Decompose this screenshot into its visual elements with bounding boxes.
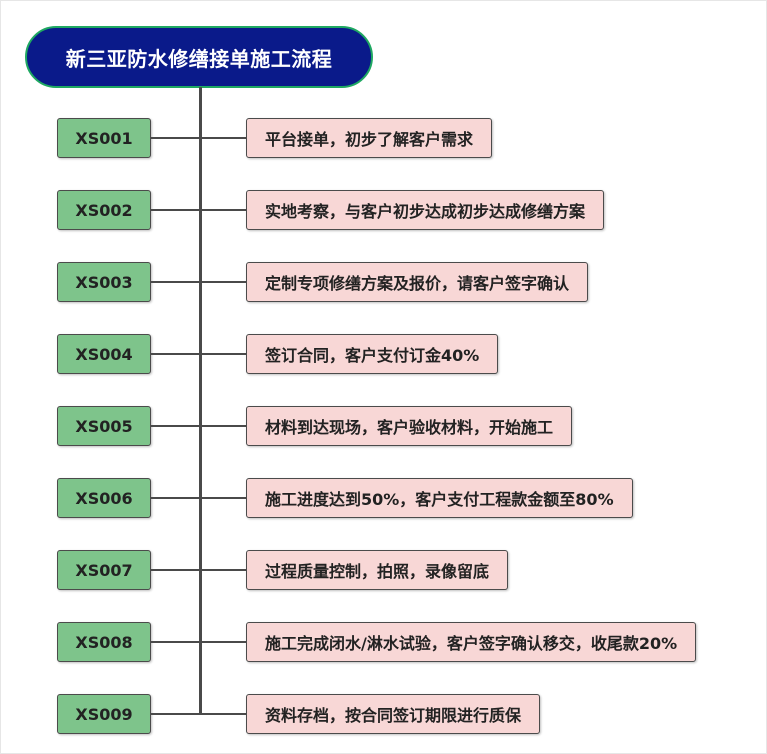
step-code-box: XS001 [57, 118, 151, 158]
step-description-box: 定制专项修缮方案及报价，请客户签字确认 [246, 262, 589, 302]
code-connector-line [151, 425, 200, 427]
code-connector-line [151, 137, 200, 139]
step-connector-line [201, 425, 247, 427]
step-connector-line [201, 497, 247, 499]
step-code-box: XS005 [57, 406, 151, 446]
step-connector-line [201, 353, 247, 355]
step-code-box: XS009 [57, 694, 151, 734]
step-description-box: 签订合同，客户支付订金40% [246, 334, 499, 374]
step-code-box: XS006 [57, 478, 151, 518]
step-code-box: XS004 [57, 334, 151, 374]
code-connector-line [151, 209, 200, 211]
step-description-box: 资料存档，按合同签订期限进行质保 [246, 694, 541, 734]
step-code-box: XS002 [57, 190, 151, 230]
code-connector-line [151, 281, 200, 283]
step-connector-line [201, 281, 247, 283]
code-connector-line [151, 569, 200, 571]
step-description-box: 平台接单，初步了解客户需求 [246, 118, 493, 158]
step-description-box: 施工完成闭水/淋水试验，客户签字确认移交，收尾款20% [246, 622, 697, 662]
step-description-box: 实地考察，与客户初步达成初步达成修缮方案 [246, 190, 605, 230]
flow-trunk-line [199, 87, 202, 715]
step-description-box: 材料到达现场，客户验收材料，开始施工 [246, 406, 573, 446]
code-connector-line [151, 353, 200, 355]
step-connector-line [201, 209, 247, 211]
code-connector-line [151, 497, 200, 499]
code-connector-line [151, 641, 200, 643]
code-connector-line [151, 713, 200, 715]
step-description-box: 施工进度达到50%，客户支付工程款金额至80% [246, 478, 633, 518]
step-connector-line [201, 137, 247, 139]
step-description-box: 过程质量控制，拍照，录像留底 [246, 550, 509, 590]
step-code-box: XS008 [57, 622, 151, 662]
step-code-box: XS003 [57, 262, 151, 302]
step-code-box: XS007 [57, 550, 151, 590]
step-connector-line [201, 713, 247, 715]
diagram-title: 新三亚防水修缮接单施工流程 [25, 26, 373, 88]
step-connector-line [201, 641, 247, 643]
step-connector-line [201, 569, 247, 571]
